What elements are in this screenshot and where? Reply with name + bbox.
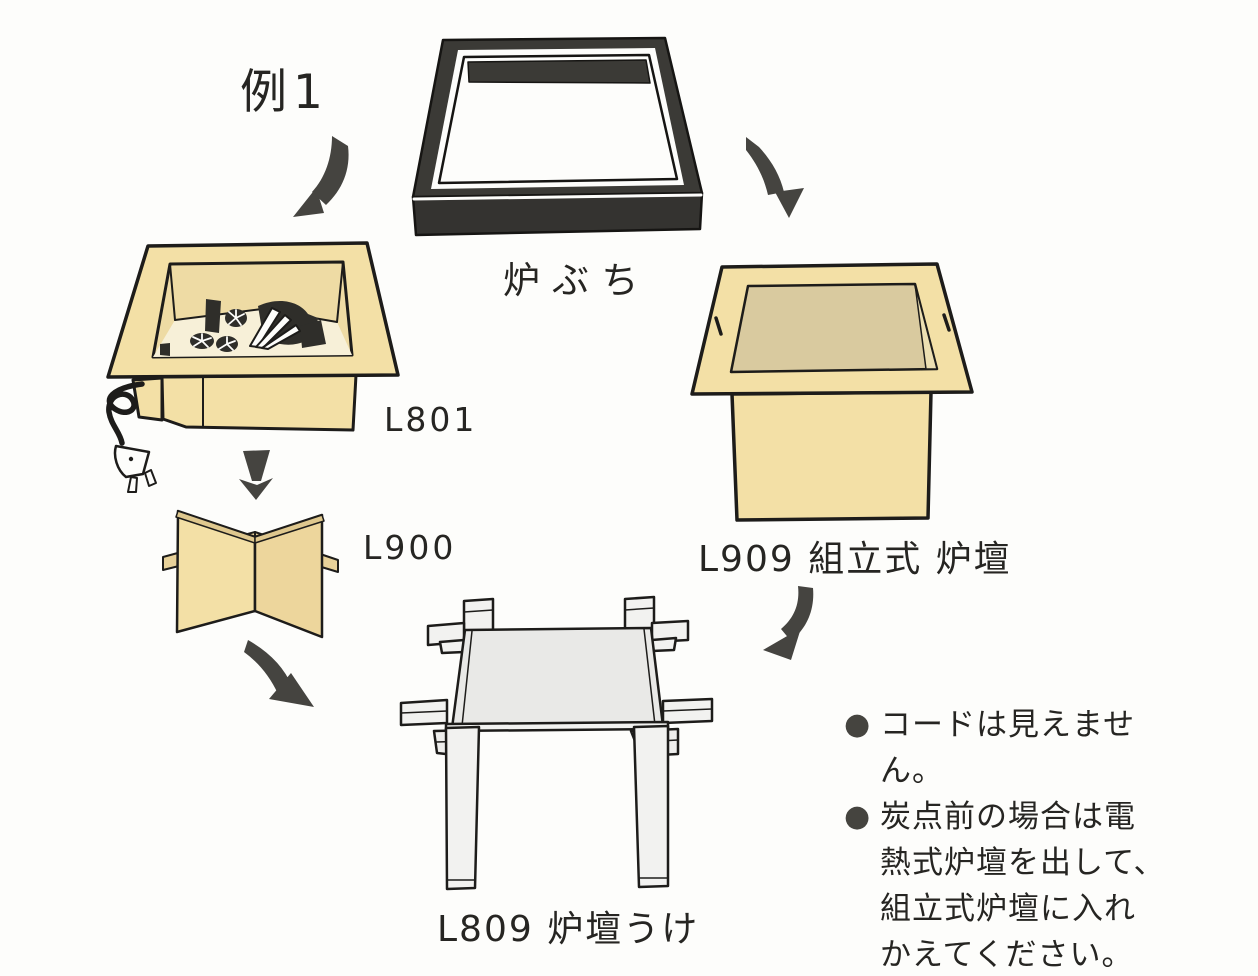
l801-label: L801: [384, 400, 478, 439]
bullet-icon: ●: [844, 707, 872, 742]
power-cord: [106, 381, 145, 446]
note-line: 組立式炉壇に入れ: [880, 891, 1136, 927]
note-text: 炭点前の場合は電 熱式炉壇を出して、 組立式炉壇に入れ かえてください。: [880, 794, 1194, 976]
note-line: かえてください。: [880, 937, 1134, 973]
l900-label: L900: [363, 528, 457, 567]
power-plug: [113, 444, 157, 493]
note-text: コードは見えません。: [880, 707, 1136, 789]
l909-illustration: [690, 262, 974, 522]
note-line: 炭点前の場合は電: [880, 799, 1136, 835]
arrow-l801-to-l900: [239, 450, 273, 500]
l809-label: L809 炉壇うけ: [437, 909, 700, 950]
flange-slit-left: [714, 316, 723, 336]
charcoal-pieces: [160, 299, 326, 356]
l801-illustration: [106, 241, 400, 493]
arrow-l900-to-l809: [244, 640, 314, 707]
l809-illustration: [399, 595, 714, 891]
robuchi-label: 炉ぶち: [503, 259, 651, 302]
note-line: 熱式炉壇を出して、: [880, 845, 1166, 881]
notes-list: ● コードは見えません。 ● 炭点前の場合は電 熱式炉壇を出して、 組立式炉壇に…: [844, 702, 1194, 976]
l909-label: L909 組立式 炉壇: [698, 539, 1012, 580]
l900-illustration: [162, 509, 339, 639]
note-item: ● 炭点前の場合は電 熱式炉壇を出して、 組立式炉壇に入れ かえてください。: [844, 794, 1194, 976]
example-label: 例1: [240, 65, 329, 120]
flange-slit-right: [942, 313, 951, 332]
note-item: ● コードは見えません。: [844, 702, 1194, 794]
white-branch-charcoal: [249, 307, 301, 350]
arrow-frame-to-l801: [293, 136, 349, 217]
bullet-icon: ●: [844, 799, 872, 834]
arrow-l909-to-l809: [763, 586, 814, 660]
robuchi-frame-illustration: [411, 36, 704, 237]
arrow-frame-to-l909: [746, 137, 804, 218]
